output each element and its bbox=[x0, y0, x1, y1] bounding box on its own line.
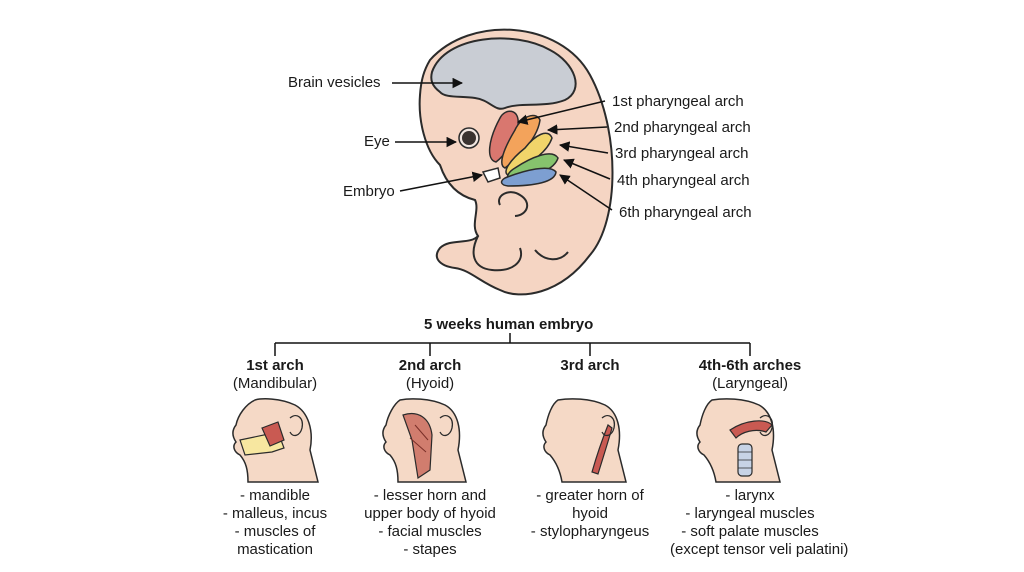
column-3-list: - greater horn of hyoid - stylopharyngeu… bbox=[520, 487, 660, 541]
column-1-item: - mandible bbox=[205, 487, 345, 505]
column-2-item: upper body of hyoid bbox=[355, 505, 505, 523]
label-arch-1: 1st pharyngeal arch bbox=[612, 93, 744, 111]
column-3-title: 3rd arch bbox=[520, 357, 660, 375]
label-embryo: Embryo bbox=[343, 183, 395, 201]
column-3-item: - greater horn of bbox=[520, 487, 660, 505]
label-arch-4: 4th pharyngeal arch bbox=[617, 172, 750, 190]
column-2-item: - stapes bbox=[355, 541, 505, 559]
head-1-illustration bbox=[233, 399, 318, 482]
head-2-illustration bbox=[383, 399, 466, 482]
column-4-item: (except tensor veli palatini) bbox=[670, 541, 830, 559]
column-1-list: - mandible - malleus, incus - muscles of… bbox=[205, 487, 345, 559]
column-1-subtitle: (Mandibular) bbox=[205, 375, 345, 393]
label-arch-3: 3rd pharyngeal arch bbox=[615, 145, 748, 163]
column-4-subtitle: (Laryngeal) bbox=[670, 375, 830, 393]
column-4-heading: 4th-6th arches (Laryngeal) bbox=[670, 357, 830, 393]
column-2-title: 2nd arch bbox=[360, 357, 500, 375]
head-4-illustration bbox=[697, 399, 780, 482]
eye-shape bbox=[459, 128, 479, 148]
tree-connector bbox=[275, 333, 750, 356]
column-4-item: - laryngeal muscles bbox=[670, 505, 830, 523]
column-2-subtitle: (Hyoid) bbox=[360, 375, 500, 393]
column-3-item: - stylopharyngeus bbox=[520, 523, 660, 541]
label-arch-6: 6th pharyngeal arch bbox=[619, 204, 752, 222]
column-2-list: - lesser horn and upper body of hyoid - … bbox=[355, 487, 505, 559]
column-1-item: - muscles of bbox=[205, 523, 345, 541]
diagram-title: 5 weeks human embryo bbox=[424, 316, 593, 333]
column-3-item: hyoid bbox=[520, 505, 660, 523]
column-2-heading: 2nd arch (Hyoid) bbox=[360, 357, 500, 393]
column-1-item: mastication bbox=[205, 541, 345, 559]
column-4-title: 4th-6th arches bbox=[670, 357, 830, 375]
head-3-illustration bbox=[543, 399, 626, 482]
column-2-item: - lesser horn and bbox=[355, 487, 505, 505]
column-1-title: 1st arch bbox=[205, 357, 345, 375]
column-4-item: - soft palate muscles bbox=[670, 523, 830, 541]
label-eye: Eye bbox=[364, 133, 390, 151]
column-2-item: - facial muscles bbox=[355, 523, 505, 541]
column-4-list: - larynx - laryngeal muscles - soft pala… bbox=[670, 487, 830, 559]
label-arch-2: 2nd pharyngeal arch bbox=[614, 119, 751, 137]
column-4-item: - larynx bbox=[670, 487, 830, 505]
column-1-heading: 1st arch (Mandibular) bbox=[205, 357, 345, 393]
column-1-item: - malleus, incus bbox=[205, 505, 345, 523]
label-brain-vesicles: Brain vesicles bbox=[288, 74, 381, 92]
column-3-heading: 3rd arch bbox=[520, 357, 660, 375]
